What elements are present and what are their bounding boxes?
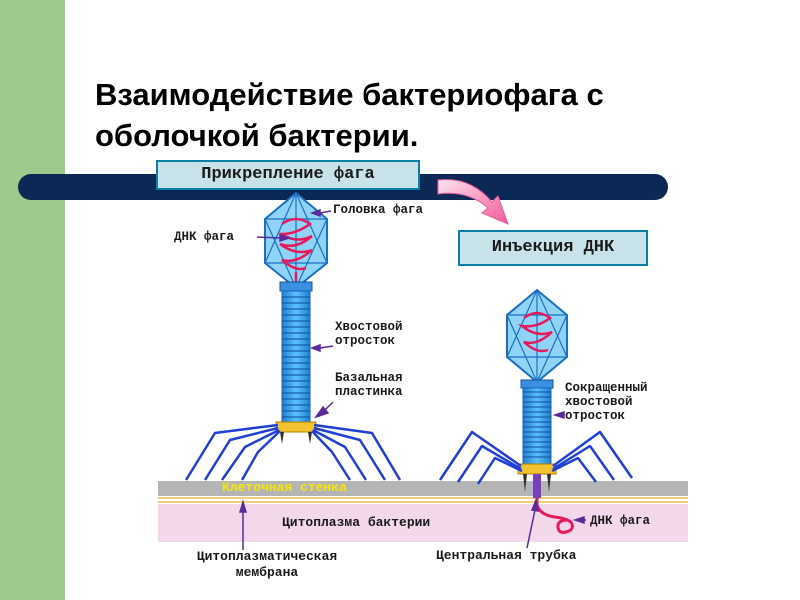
injected-dna [535,498,574,534]
attachment-box-label: Прикрепление фага [156,160,420,190]
dna-coil-remaining [517,311,553,353]
cytoplasm-label: Цитоплазма бактерии [282,515,431,530]
phage-collar [279,281,313,292]
phage-injecting [438,288,634,534]
tail-label: Хвостовой отросток [335,320,403,348]
central-tube-label: Центральная трубка [436,548,577,563]
tail-pin-left-2 [523,474,527,492]
phage-collar-2 [520,379,554,389]
cell-wall-label: Клеточная стенка [222,480,347,495]
injection-box-label: Инъекция ДНК [458,230,648,266]
tail-pin-right [308,432,312,444]
head-label: Головка фага [333,203,424,217]
transition-arrow [437,178,509,225]
cell-wall-layer [158,481,688,496]
tail-fibers-attached [184,423,402,481]
phage-attached [184,191,402,481]
label-pointers [238,208,586,550]
baseplate-label: Базальная пластинка [335,371,403,399]
dna-label-right: ДНК фага [590,514,651,528]
tail-pin-right-2 [547,474,551,492]
slide-title: Взаимодействие бактериофага с оболочкой … [95,77,604,153]
slide-card [65,0,800,600]
cytoplasm-layer [158,504,688,542]
tail-fibers-injecting [438,430,634,485]
tail-pin-left [280,432,284,444]
baseplate-attached [275,421,317,433]
baseplate-injecting [517,463,557,475]
dna-label-left: ДНК фага [174,230,235,244]
contracted-sheath [522,387,552,465]
membrane-label: Цитоплазматическая мембрана [196,549,338,580]
contracted-tail-label: Сокращенный хвостовой отросток [565,381,648,423]
central-tube [533,474,541,498]
